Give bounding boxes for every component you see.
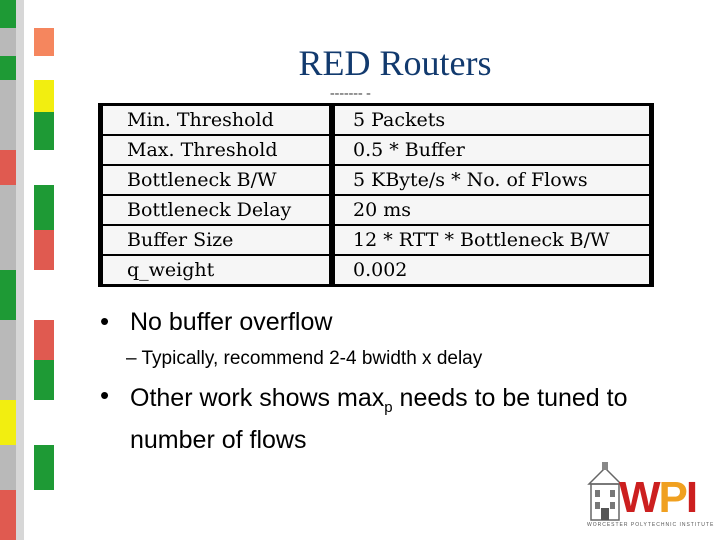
wpi-logo-subtitle: WORCESTER POLYTECHNIC INSTITUTE bbox=[587, 522, 715, 528]
param-name-cell: Bottleneck B/W bbox=[100, 165, 332, 195]
wpi-building-icon bbox=[587, 462, 623, 521]
stripe-block bbox=[34, 112, 54, 150]
stripe-block bbox=[0, 270, 16, 320]
stripe-block bbox=[34, 360, 54, 400]
stripe-block bbox=[0, 56, 16, 80]
stripe-block bbox=[34, 185, 54, 230]
wpi-logo-text: WPI bbox=[619, 473, 698, 522]
stripe-block bbox=[34, 445, 54, 490]
sub-bullet-recommend: – Typically, recommend 2-4 bwidth x dela… bbox=[126, 348, 483, 369]
stripe-block bbox=[34, 28, 54, 56]
left-stripe-bar-inner bbox=[16, 0, 24, 540]
bullet-dot: • bbox=[100, 306, 110, 336]
stripe-block bbox=[34, 80, 54, 112]
stripe-block bbox=[0, 150, 16, 185]
param-name-cell: Buffer Size bbox=[100, 225, 332, 255]
param-name-cell: Min. Threshold bbox=[100, 105, 332, 135]
scan-fragment: ------- - bbox=[330, 90, 371, 98]
param-name-cell: Max. Threshold bbox=[100, 135, 332, 165]
stripe-block bbox=[0, 0, 16, 28]
param-value-cell: 0.5 * Buffer bbox=[332, 135, 652, 165]
param-name-cell: Bottleneck Delay bbox=[100, 195, 332, 225]
bullet-dot: • bbox=[100, 380, 110, 410]
stripe-block bbox=[34, 230, 54, 270]
param-value-cell: 5 KByte/s * No. of Flows bbox=[332, 165, 652, 195]
param-value-cell: 20 ms bbox=[332, 195, 652, 225]
stripe-block bbox=[0, 400, 16, 445]
wpi-logo: WPI WORCESTER POLYTECHNIC INSTITUTE bbox=[585, 462, 715, 534]
param-value-cell: 5 Packets bbox=[332, 105, 652, 135]
stripe-block bbox=[34, 320, 54, 360]
slide-title: RED Routers bbox=[298, 43, 492, 83]
param-value-cell: 0.002 bbox=[332, 255, 652, 285]
stripe-block bbox=[0, 490, 16, 540]
param-name-cell: q_weight bbox=[100, 255, 332, 285]
param-value-cell: 12 * RTT * Bottleneck B/W bbox=[332, 225, 652, 255]
